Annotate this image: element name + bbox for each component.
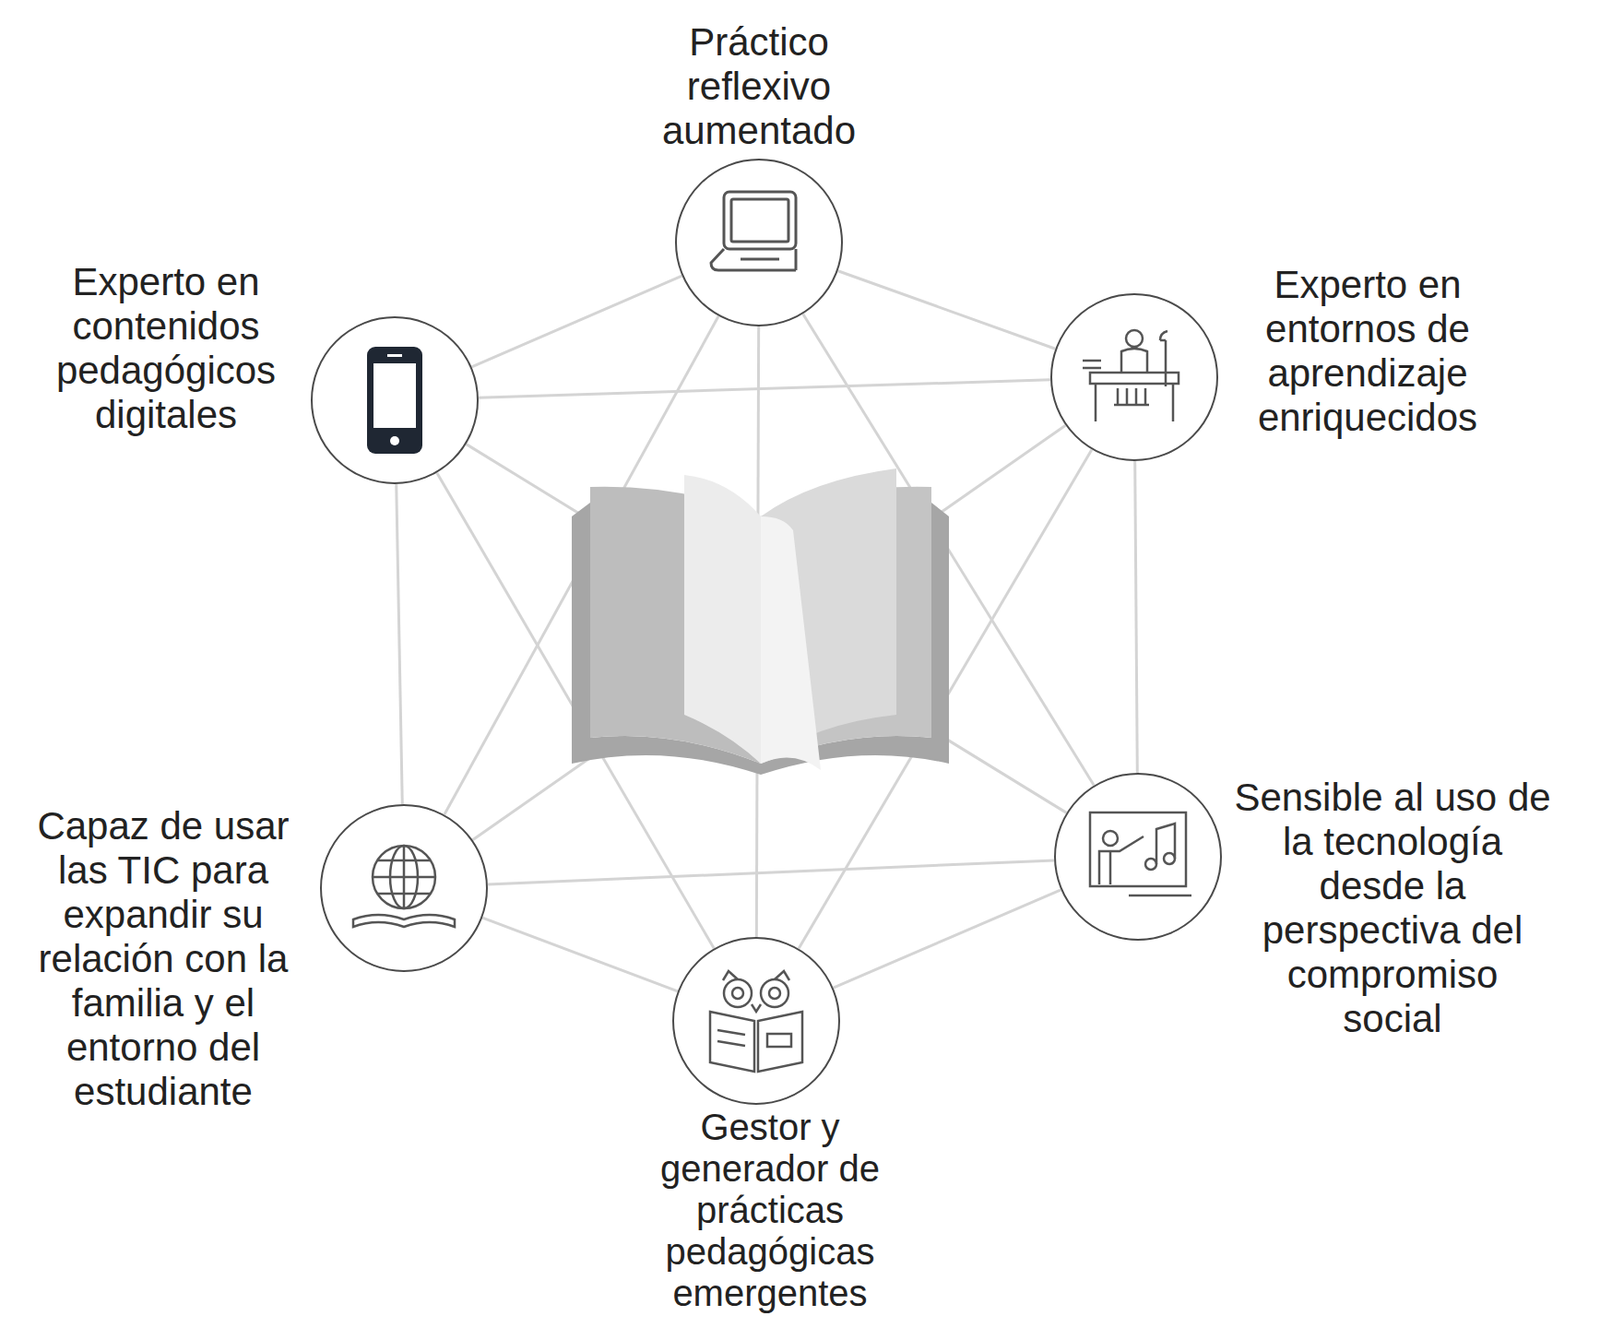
laptop-icon (711, 191, 796, 271)
node-label: Capaz de usar las TIC para expandir su r… (20, 804, 307, 1115)
circle-node: Práctico reflexivo aumentado (675, 158, 843, 327)
connector-line (833, 889, 1062, 988)
connector-line (472, 275, 683, 368)
circle-node: Sensible al uso de la tecnología desde l… (1054, 772, 1222, 941)
connector-line (466, 444, 1067, 814)
classroom-icon (1082, 330, 1179, 422)
circle-node: Experto en entornos de aprendizaje enriq… (1050, 293, 1219, 462)
connector-line (482, 917, 678, 992)
circle-node: Capaz de usar las TIC para expandir su r… (320, 804, 488, 972)
music-board-icon (1090, 812, 1192, 896)
node-label: Experto en contenidos pedagógicos digita… (27, 260, 305, 438)
circle-grounds (311, 159, 1221, 1104)
circle-node: Gestor y generador de prácticas pedagógi… (672, 936, 841, 1105)
book-illustration (571, 468, 949, 775)
circle-node: Experto en contenidos pedagógicos digita… (310, 316, 479, 485)
globe-book-icon (353, 845, 455, 927)
connector-line (838, 271, 1056, 350)
connector-line (396, 484, 403, 805)
connector-line (478, 379, 1051, 398)
node-label: Experto en entornos de aprendizaje enriq… (1229, 262, 1506, 440)
node-label: Gestor y generador de prácticas pedagógi… (631, 1106, 909, 1315)
phone-icon (367, 346, 423, 454)
node-label: Práctico reflexivo aumentado (625, 20, 893, 154)
connector-line (1135, 461, 1138, 773)
node-label: Sensible al uso de la tecnología desde l… (1233, 775, 1553, 1042)
owl-reading-icon (710, 971, 803, 1072)
connector-line (473, 425, 1067, 841)
connector-line (487, 860, 1055, 885)
